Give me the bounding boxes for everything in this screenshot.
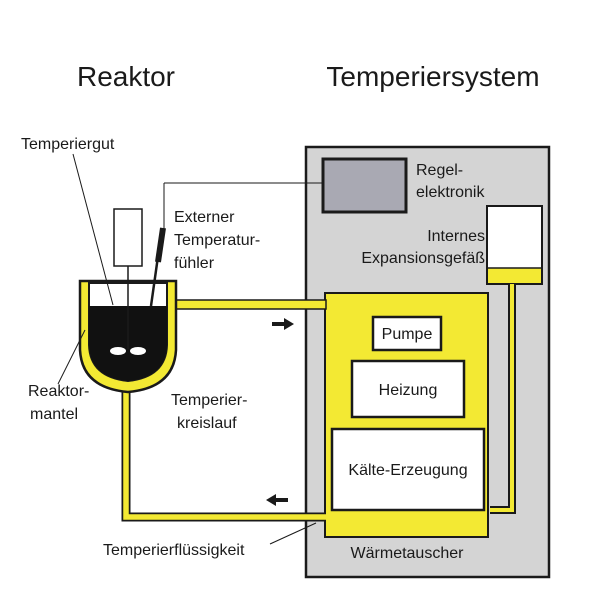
temperaturfuehler-griff — [155, 227, 166, 263]
regelelektronik-box — [321, 157, 408, 214]
vorlauf-pipe — [161, 299, 327, 310]
leader-temperiergut — [72, 153, 114, 306]
label-expansionsgefaess: Expansionsgefäß — [361, 250, 485, 267]
label-reaktor: Reaktor- — [28, 383, 89, 400]
label-temperatur: Temperatur- — [174, 232, 260, 249]
label-kreislauf: kreislauf — [177, 415, 237, 432]
label-pumpe: Pumpe — [382, 326, 433, 343]
flow-arrow-right — [272, 318, 294, 330]
label-fuehler: fühler — [174, 255, 215, 272]
label-temperierfluessigkeit: Temperierflüssigkeit — [103, 542, 245, 559]
heading-temperiersystem: Temperiersystem — [326, 61, 539, 92]
label-temperier: Temperier- — [171, 392, 247, 409]
pumpe-box — [371, 315, 443, 352]
leader-fluessigkeit — [269, 522, 317, 545]
heading-reaktor: Reaktor — [77, 61, 175, 92]
label-heizung: Heizung — [379, 382, 438, 399]
kaelte-erzeugung-box — [330, 427, 486, 512]
ruehrer-motor — [113, 208, 143, 267]
label-kaelte-erzeugung: Kälte-Erzeugung — [348, 462, 467, 479]
label-internes: Internes — [427, 228, 485, 245]
ruecklauf-pipe — [121, 392, 326, 522]
heizung-box — [350, 359, 466, 419]
leader-reaktormantel — [57, 329, 86, 385]
ruehrer-blatt-links — [110, 347, 126, 355]
flow-arrow-left — [266, 494, 288, 506]
label-regel: Regel- — [416, 162, 463, 179]
label-elektronik: elektronik — [416, 184, 485, 201]
label-externer: Externer — [174, 209, 235, 226]
label-mantel: mantel — [30, 406, 78, 423]
expansionsgefaess-fluid — [488, 268, 541, 283]
label-temperiergut: Temperiergut — [21, 136, 115, 153]
ruehrer-blatt-rechts — [130, 347, 146, 355]
label-waermetauscher: Wärmetauscher — [351, 545, 465, 562]
